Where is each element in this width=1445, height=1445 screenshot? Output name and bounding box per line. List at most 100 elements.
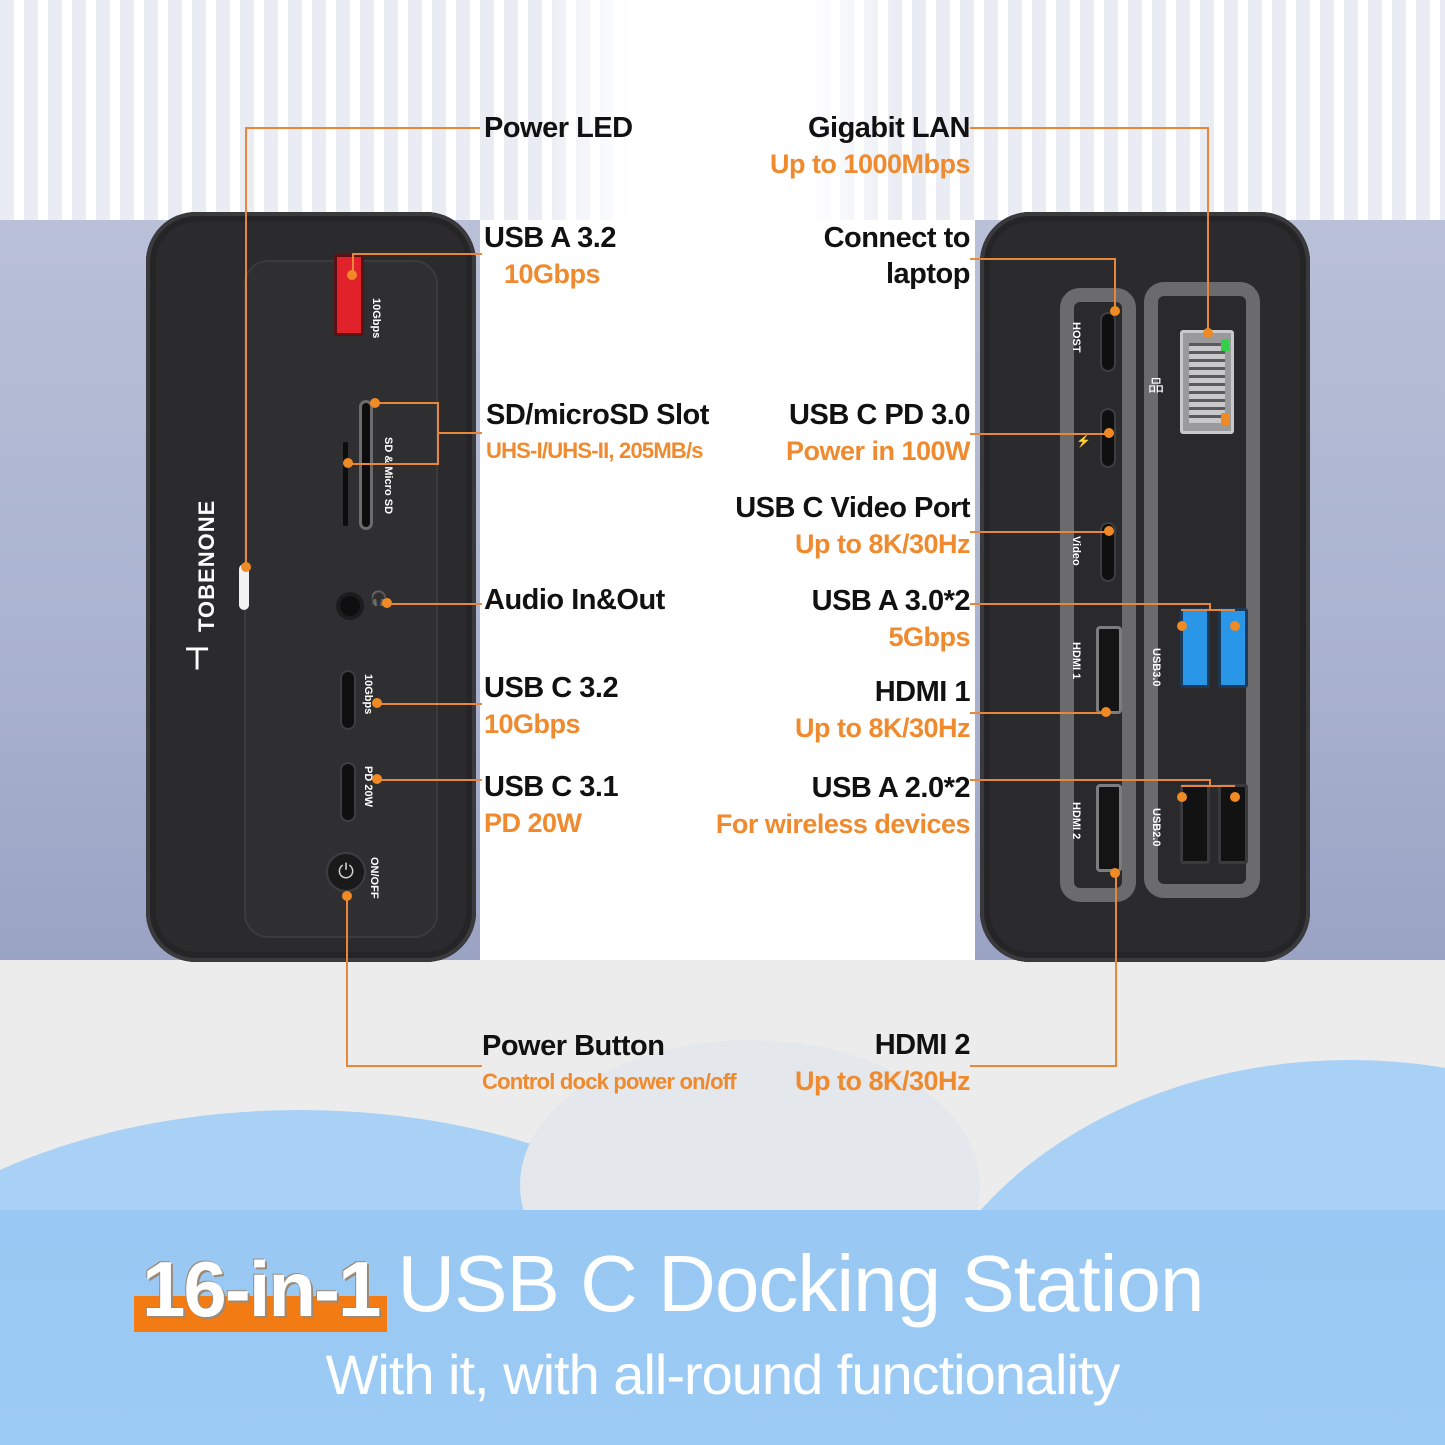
label-connect-laptop: Connect to laptop xyxy=(824,220,971,292)
callout-line-power-led-v xyxy=(245,127,247,567)
ethernet-port xyxy=(1180,330,1234,434)
count-badge: 16-in-1 xyxy=(134,1245,388,1333)
pd-icon: ⚡ xyxy=(1076,434,1091,448)
power-button-label: ON/OFF xyxy=(368,857,380,899)
label-title: USB C PD 3.0 xyxy=(789,399,970,431)
callout-dot-usbc32 xyxy=(372,698,382,708)
hdmi-1-label: HDMI 1 xyxy=(1070,642,1082,680)
callout-dot-lan xyxy=(1203,328,1213,338)
center-white-area xyxy=(480,220,975,960)
label-title: Power LED xyxy=(484,112,633,144)
usb-c-pd-port xyxy=(1100,408,1116,468)
label-title: HDMI 1 xyxy=(874,676,971,708)
badge-text: 16-in-1 xyxy=(142,1245,381,1333)
title-text: USB C Docking Station xyxy=(397,1239,1204,1328)
label-title: Audio In&Out xyxy=(484,584,665,616)
callout-dot-power-btn xyxy=(342,891,352,901)
dock-right-side: HOST ⚡ Video HDMI 1 HDMI 2 品 USB3.0 USB2… xyxy=(980,212,1310,962)
callout-line-usb20-v xyxy=(1209,779,1211,787)
callout-line-host-v xyxy=(1114,258,1116,310)
callout-line-usbc31 xyxy=(376,779,482,781)
callout-line-usb30 xyxy=(970,603,1210,605)
usb-c-31-port xyxy=(340,762,356,822)
badge-highlight xyxy=(134,1296,388,1332)
label-power-button: Power Button Control dock power on/off xyxy=(482,1028,737,1100)
label-title: USB A 3.0*2 xyxy=(811,585,971,617)
brand-name: TOBENONE xyxy=(194,499,219,632)
label-hdmi-1: HDMI 1 Up to 8K/30Hz xyxy=(794,674,971,746)
callout-line-lan xyxy=(970,127,1208,129)
power-icon: ⏻ xyxy=(338,860,354,883)
label-usb-a-32: USB A 3.2 10Gbps xyxy=(484,220,616,292)
label-title: USB C Video Port xyxy=(735,492,970,524)
usb-c-32-port xyxy=(340,670,356,730)
usb-a-30-port-1 xyxy=(1180,608,1210,688)
callout-line-sd-bottom xyxy=(347,463,438,465)
usbc-10gbps-label: 10Gbps xyxy=(362,674,374,715)
callout-dot-sd xyxy=(370,398,380,408)
label-usb-c-pd: USB C PD 3.0 Power in 100W xyxy=(785,397,971,469)
callout-line-hdmi1 xyxy=(970,712,1105,714)
label-title: USB C 3.2 xyxy=(484,672,619,704)
callout-dot-usb20-1 xyxy=(1177,792,1187,802)
hdmi-2-label: HDMI 2 xyxy=(1070,802,1082,840)
label-sub: 5Gbps xyxy=(888,622,970,652)
label-sd-slot: SD/microSD Slot UHS-I/UHS-II, 205MB/s xyxy=(486,397,709,469)
callout-dot-hdmi2 xyxy=(1110,868,1120,878)
lan-icon: 品 xyxy=(1148,378,1165,395)
audio-jack xyxy=(336,592,364,620)
label-usb-c-31: USB C 3.1 PD 20W xyxy=(484,769,619,841)
callout-line-usb30-bar xyxy=(1181,609,1235,611)
label-usb-c-32: USB C 3.2 10Gbps xyxy=(484,670,619,742)
callout-dot-video xyxy=(1104,526,1114,536)
callout-line-power-btn-v xyxy=(346,896,348,1066)
right-port-panel-video xyxy=(1060,288,1136,902)
usb3-label: USB3.0 xyxy=(1150,648,1162,687)
label-audio: Audio In&Out xyxy=(484,582,665,618)
label-sub: For wireless devices xyxy=(715,809,971,839)
power-button[interactable]: ⏻ xyxy=(326,852,366,892)
label-sub: 10Gbps xyxy=(484,709,581,739)
label-sub: Up to 8K/30Hz xyxy=(794,529,971,559)
callout-dot-usb30-2 xyxy=(1230,621,1240,631)
callout-line-sd-h xyxy=(437,432,482,434)
callout-line-usba32-v xyxy=(352,253,354,275)
label-sub: 10Gbps xyxy=(504,259,601,289)
label-title: USB A 2.0*2 xyxy=(811,772,971,804)
callout-line-power-btn xyxy=(346,1065,482,1067)
usb-a-30-port-2 xyxy=(1218,608,1248,688)
label-sub: Up to 8K/30Hz xyxy=(794,713,971,743)
callout-line-hdmi2 xyxy=(970,1065,1117,1067)
label-title: USB A 3.2 xyxy=(484,222,616,254)
ethernet-activity-led xyxy=(1221,413,1229,425)
callout-line-host xyxy=(970,258,1115,260)
callout-dot-power-led xyxy=(241,562,251,572)
usba-port-label: 10Gbps xyxy=(370,298,382,339)
label-sub: Power in 100W xyxy=(785,436,971,466)
callout-line-usb20-bar xyxy=(1181,785,1235,787)
label-sub: PD 20W xyxy=(484,808,582,838)
callout-line-sd-top xyxy=(374,402,438,404)
usb-c-video-port xyxy=(1100,522,1116,582)
usb-a-20-port-1 xyxy=(1180,784,1210,864)
callout-line-usba32 xyxy=(352,253,482,255)
callout-dot-pd xyxy=(1104,428,1114,438)
sd-slot-label: SD & Micro SD xyxy=(382,437,394,515)
callout-dot-host xyxy=(1110,306,1120,316)
callout-line-power-led xyxy=(245,127,480,129)
callout-dot-audio xyxy=(382,598,392,608)
power-led xyxy=(239,564,249,610)
ethernet-pins xyxy=(1189,343,1225,423)
label-sub: Up to 1000Mbps xyxy=(769,149,971,179)
label-title: Power Button xyxy=(482,1030,665,1062)
sd-card-slot xyxy=(359,400,373,530)
label-title-2: laptop xyxy=(886,258,971,290)
ethernet-link-led xyxy=(1221,339,1229,351)
callout-line-pd xyxy=(970,433,1110,435)
label-sub: Up to 8K/30Hz xyxy=(794,1066,971,1096)
callout-dot-usb20-2 xyxy=(1230,792,1240,802)
product-subtitle: With it, with all-round functionality xyxy=(325,1343,1120,1406)
callout-line-usbc32 xyxy=(376,703,482,705)
callout-line-audio xyxy=(386,603,482,605)
brand-logo-icon: ⊤ xyxy=(184,643,211,676)
